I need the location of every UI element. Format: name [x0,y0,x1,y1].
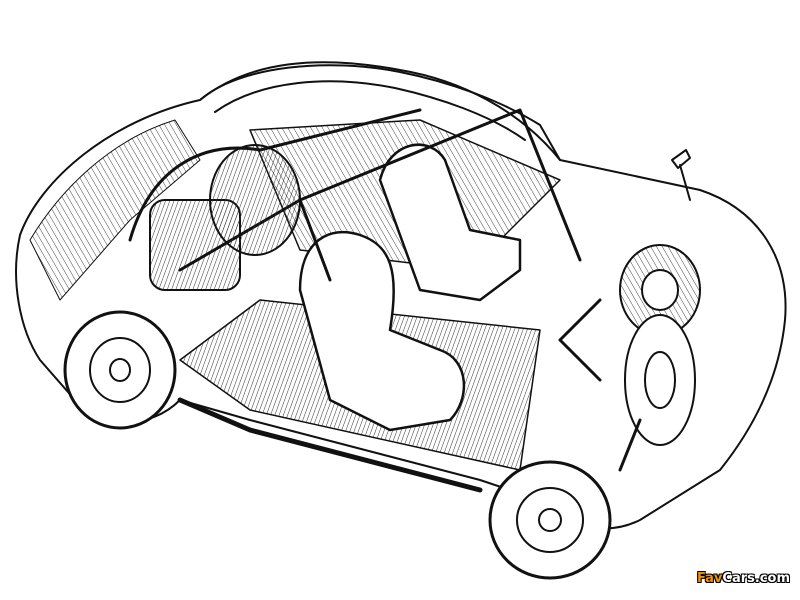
rear-seat [378,143,522,302]
spare-wheel [619,244,701,336]
frame-tubes [128,108,582,282]
front-inner-wheel [209,144,301,256]
mirror [671,149,691,201]
watermark-domain: Cars.com [722,571,790,586]
front-hood [29,119,201,301]
roof-inner [214,80,526,141]
front-seat [298,230,466,432]
rear-wheel [488,460,612,580]
shadow [177,397,483,493]
rear-inner-wheel [624,314,696,446]
watermark: FavCars.com [697,571,790,586]
front-wheel [63,310,177,430]
watermark-brand: Fav [697,571,723,586]
roof [199,64,561,161]
rear-suspension [558,298,642,472]
